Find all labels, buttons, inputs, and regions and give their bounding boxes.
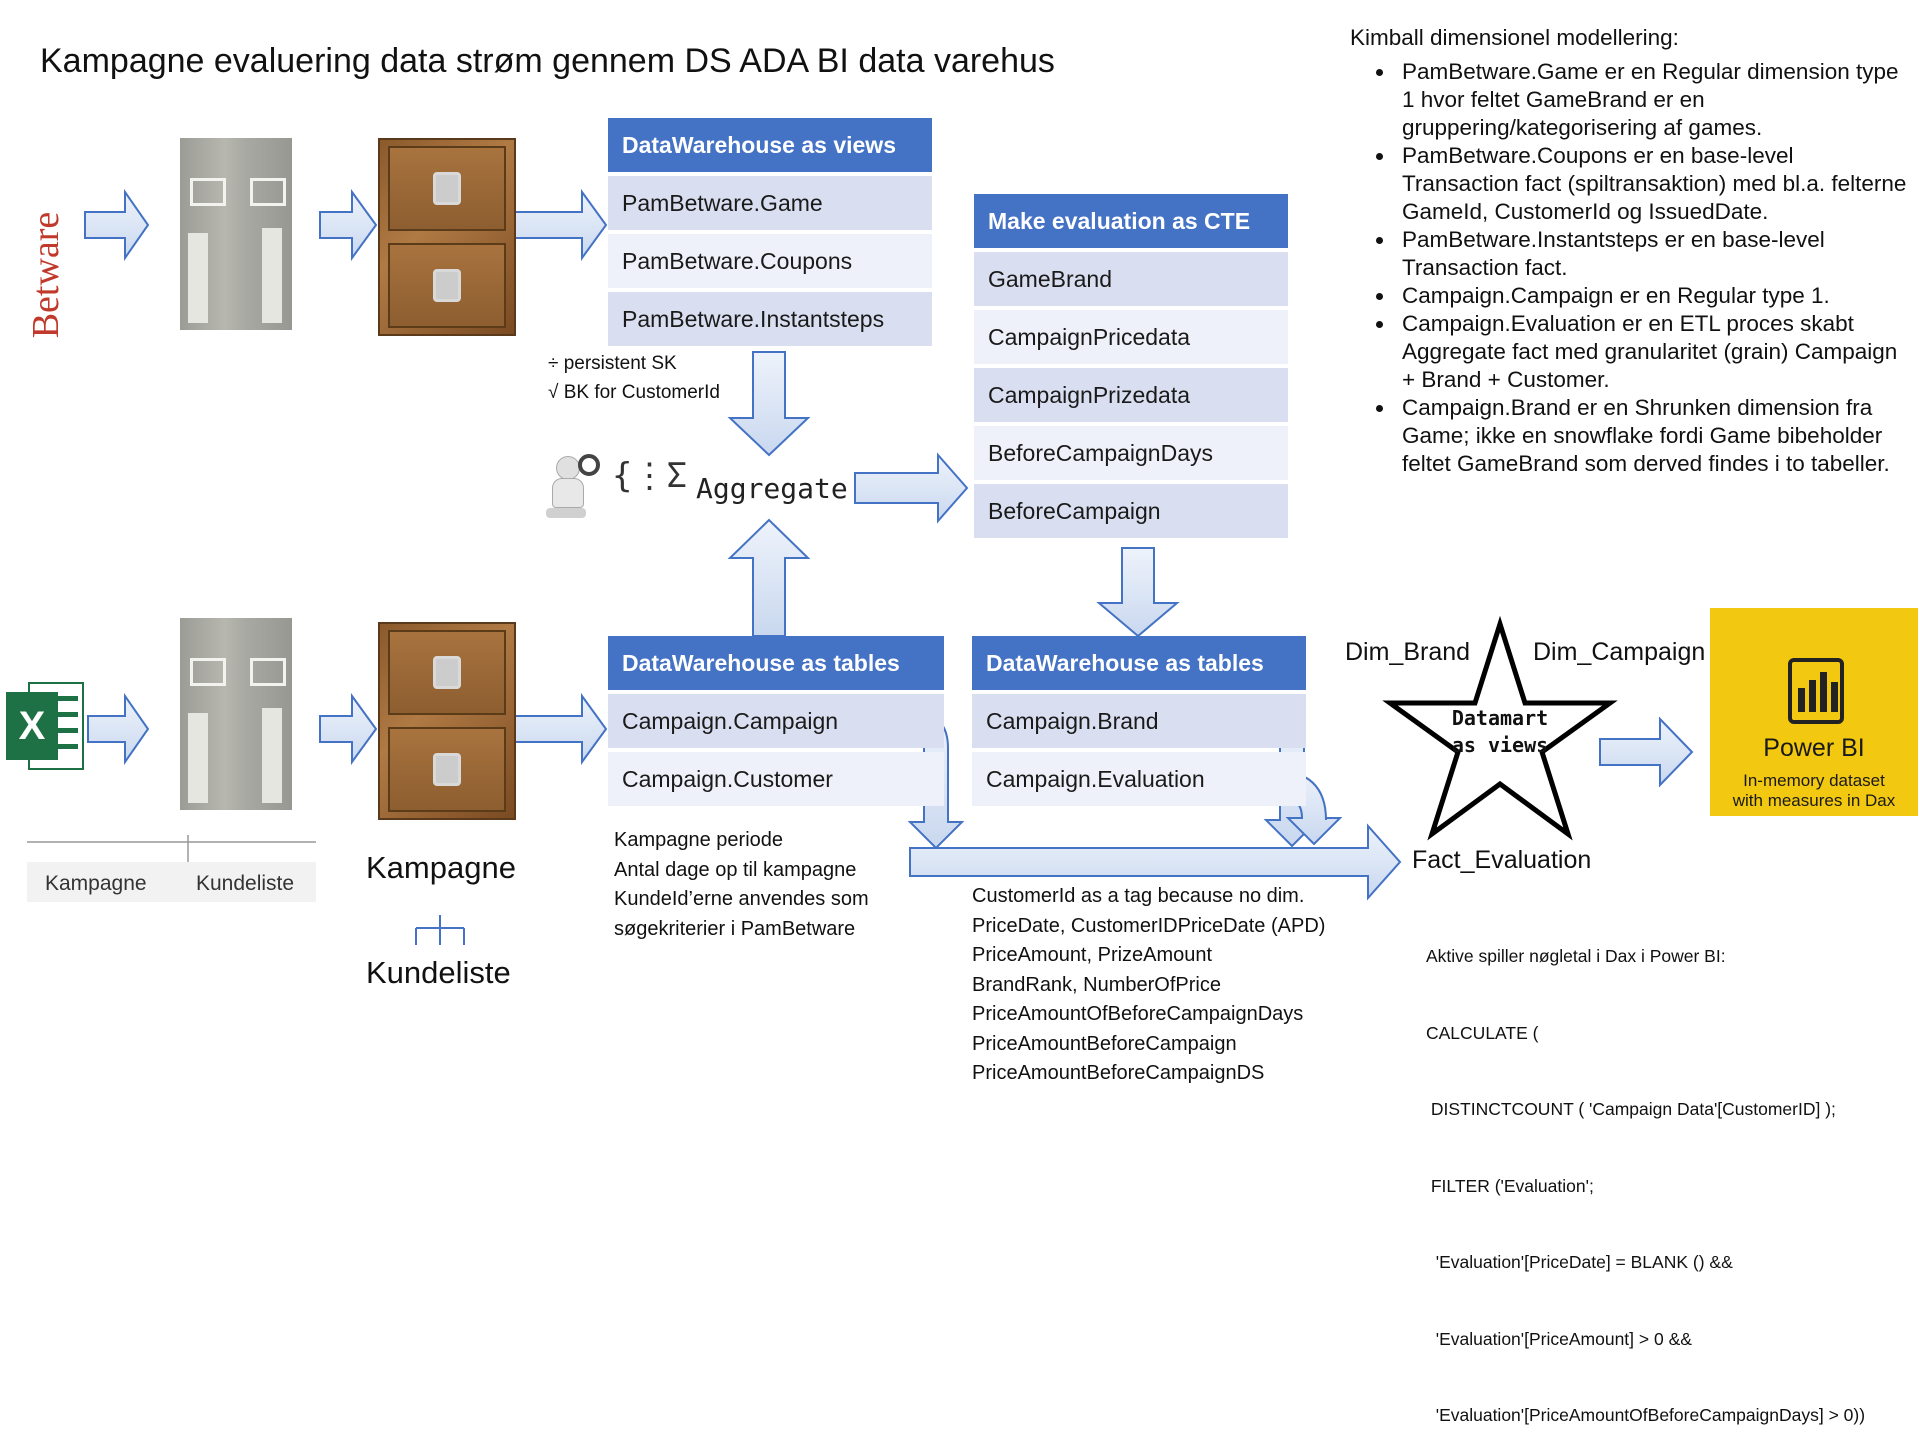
excel-tab-lines [27, 835, 316, 862]
kimball-heading: Kimball dimensionel modellering: [1350, 25, 1679, 50]
arrow-cte-to-tables [1096, 547, 1180, 638]
aggregate-label: Aggregate [696, 472, 848, 505]
tables-left-header: DataWarehouse as tables [608, 636, 944, 690]
excel-letter: X [6, 692, 58, 760]
sk-note-line1: ÷ persistent SK [548, 353, 677, 374]
tables-right-row-brand: Campaign.Brand [972, 694, 1306, 748]
kimball-item: Campaign.Campaign er en Regular type 1. [1396, 282, 1910, 310]
cte-header: Make evaluation as CTE [974, 194, 1288, 248]
kimball-item: Campaign.Brand er en Shrunken dimension … [1396, 394, 1910, 478]
views-box: DataWarehouse as views PamBetware.Game P… [608, 118, 932, 346]
arrow-staging-to-views [514, 188, 608, 262]
powerbi-tile: Power BI In-memory dataset with measures… [1710, 608, 1918, 816]
dax-note-line: Aktive spiller nøgletal i Dax i Power BI… [1426, 946, 1726, 966]
datamart-label-line2: as views [1451, 733, 1549, 757]
views-header: DataWarehouse as views [608, 118, 932, 172]
kimball-list: PamBetware.Game er en Regular dimension … [1350, 58, 1910, 478]
campaign-note-line: Kampagne periode [614, 829, 784, 851]
kimball-item: Campaign.Evaluation er en ETL proces ska… [1396, 310, 1910, 394]
campaign-note: Kampagne periode Antal dage op til kampa… [614, 826, 869, 944]
views-row-game: PamBetware.Game [608, 176, 932, 230]
evaluation-note-line: PriceAmount, PrizeAmount [972, 944, 1213, 966]
tree-node-kampagne: Kampagne [366, 850, 516, 885]
dax-note-line: 'Evaluation'[PriceAmountOfBeforeCampaign… [1426, 1405, 1866, 1425]
dim-brand-label: Dim_Brand [1345, 638, 1471, 666]
sk-note: ÷ persistent SK √ BK for CustomerId [548, 352, 720, 405]
excel-icon: X [6, 678, 86, 774]
evaluation-note-line: CustomerId as a tag because no dim. [972, 885, 1305, 907]
tables-right-box: DataWarehouse as tables Campaign.Brand C… [972, 636, 1306, 806]
campaign-note-line: søgekriterier i PamBetware [614, 917, 856, 940]
filing-cabinet-image-top [378, 138, 516, 336]
views-row-coupons: PamBetware.Coupons [608, 234, 932, 288]
cte-box: Make evaluation as CTE GameBrand Campaig… [974, 194, 1288, 538]
arrow-import-to-staging [319, 188, 378, 262]
betware-logo: Betware [10, 195, 80, 355]
powerbi-line2: with measures in Dax [1732, 791, 1896, 810]
flow-arrows [27, 188, 1694, 945]
arrow-betware-to-import [84, 188, 150, 262]
arrow-views-to-aggregate [727, 351, 811, 457]
campaign-note-line: Antal dage op til kampagne [614, 858, 857, 881]
arrow-tables-to-aggregate [727, 518, 811, 637]
dax-note-line: CALCULATE ( [1426, 1022, 1539, 1043]
kimball-item: PamBetware.Coupons er en base-level Tran… [1396, 142, 1910, 226]
kampagne-tree-lines [415, 915, 465, 945]
dax-note-line: 'Evaluation'[PriceDate] = BLANK () && [1426, 1252, 1733, 1272]
runway-image-top [180, 138, 292, 330]
evaluation-note-line: PriceDate, CustomerIDPriceDate (APD) [972, 914, 1326, 937]
powerbi-line1: In-memory dataset [1743, 771, 1885, 790]
arrow-tables-to-datamart [909, 823, 1402, 901]
dax-note: Aktive spiller nøgletal i Dax i Power BI… [1426, 893, 1865, 1454]
tree-node-kundeliste: Kundeliste [366, 955, 511, 990]
aggregate-figure-icon [540, 450, 608, 530]
evaluation-note-line: PriceAmountOfBeforeCampaignDays [972, 1003, 1304, 1025]
runway-image-bottom [180, 618, 292, 810]
arrow-datamart-to-powerbi [1599, 716, 1694, 788]
aggregate-symbol-icon: {⋮Σ [612, 456, 687, 496]
datamart-star [1382, 615, 1618, 841]
dim-campaign-label: Dim_Campaign [1533, 638, 1706, 666]
arrow-staging-to-tables [514, 692, 608, 766]
fact-evaluation-label: Fact_Evaluation [1412, 846, 1592, 874]
tables-right-row-evaluation: Campaign.Evaluation [972, 752, 1306, 806]
kimball-notes: Kimball dimensionel modellering: PamBetw… [1350, 24, 1910, 478]
powerbi-icon [1788, 658, 1844, 724]
powerbi-title: Power BI [1763, 734, 1865, 762]
arrow-import-to-staging-2 [319, 692, 378, 766]
cte-row-gamebrand: GameBrand [974, 252, 1288, 306]
kimball-item: PamBetware.Game er en Regular dimension … [1396, 58, 1910, 142]
evaluation-note-line: PriceAmountBeforeCampaign [972, 1032, 1237, 1055]
excel-tab-kundeliste: Kundeliste [196, 872, 295, 895]
campaign-note-line: KundeId’erne anvendes som [614, 888, 869, 910]
datamart-label-line1: Datamart [1451, 706, 1549, 730]
cte-row-campaignpricedata: CampaignPricedata [974, 310, 1288, 364]
dax-note-line: 'Evaluation'[PriceAmount] > 0 && [1426, 1328, 1692, 1349]
dax-note-line: DISTINCTCOUNT ( 'Campaign Data'[Customer… [1426, 1099, 1836, 1119]
filing-cabinet-image-bottom [378, 622, 516, 820]
excel-tab-kampagne: Kampagne [45, 872, 147, 895]
views-row-instantsteps: PamBetware.Instantsteps [608, 292, 932, 346]
arrow-excel-to-import [87, 692, 150, 766]
page-title: Kampagne evaluering data strøm gennem DS… [40, 42, 1055, 80]
cte-row-campaignprizedata: CampaignPrizedata [974, 368, 1288, 422]
tables-left-box: DataWarehouse as tables Campaign.Campaig… [608, 636, 944, 806]
tables-left-row-campaign: Campaign.Campaign [608, 694, 944, 748]
evaluation-note-line: BrandRank, NumberOfPrice [972, 973, 1221, 996]
arrow-aggregate-to-cte [854, 452, 969, 524]
dax-note-line: FILTER ('Evaluation'; [1426, 1175, 1594, 1196]
cte-row-beforecampaigndays: BeforeCampaignDays [974, 426, 1288, 480]
kimball-item: PamBetware.Instantsteps er en base-level… [1396, 226, 1910, 282]
betware-logo-text: Betware [25, 211, 67, 339]
cte-row-beforecampaign: BeforeCampaign [974, 484, 1288, 538]
tables-left-row-customer: Campaign.Customer [608, 752, 944, 806]
evaluation-note: CustomerId as a tag because no dim. Pric… [972, 882, 1325, 1089]
tables-right-header: DataWarehouse as tables [972, 636, 1306, 690]
sk-note-line2: √ BK for CustomerId [548, 382, 720, 403]
excel-tab-bar [27, 862, 316, 902]
evaluation-note-line: PriceAmountBeforeCampaignDS [972, 1062, 1265, 1084]
